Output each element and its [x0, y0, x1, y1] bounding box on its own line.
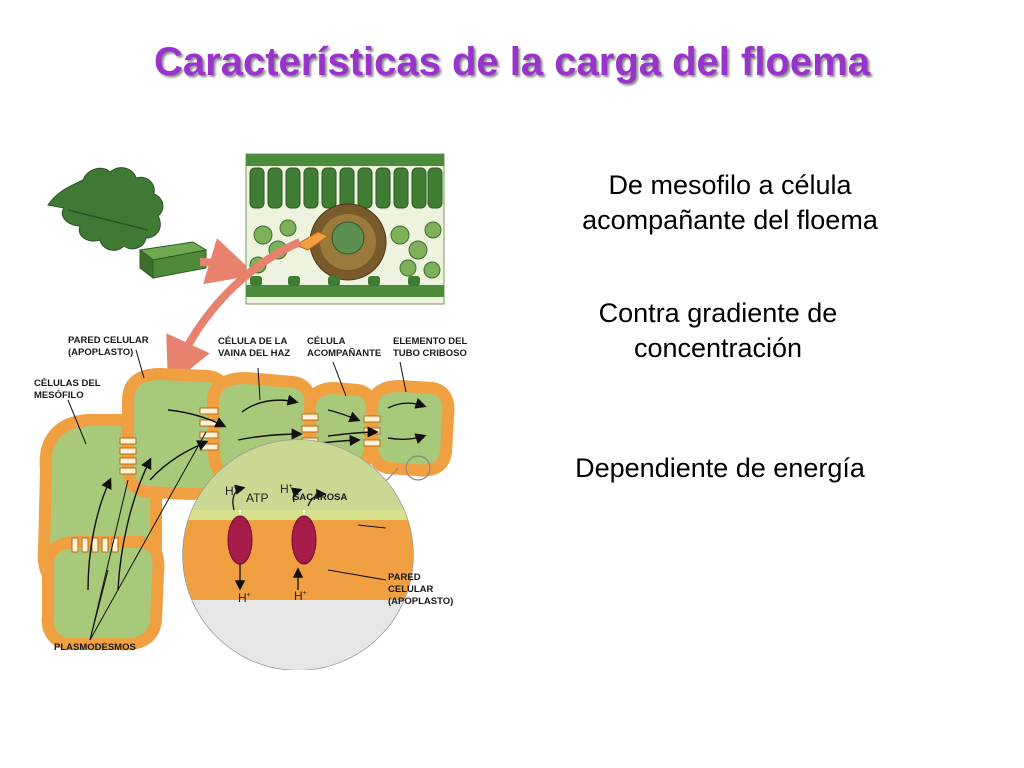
- bullet-line: acompañante del floema: [582, 205, 878, 236]
- label-cell-wall-apoplast: (APOPLASTO): [68, 347, 133, 358]
- label-sieve-element-2: TUBO CRIBOSO: [393, 348, 467, 359]
- leaf-section-block: [138, 241, 208, 280]
- bullet-against-gradient: Contra gradiente de concentración: [508, 296, 928, 366]
- zoom-arrow: [166, 238, 302, 387]
- bullet-line: Dependiente de energía: [575, 453, 865, 483]
- label-sieve-element: ELEMENTO DEL: [393, 336, 467, 347]
- bullet-energy-dependent: Dependiente de energía: [500, 451, 940, 486]
- label-bundle-sheath-2: VAINA DEL HAZ: [218, 348, 290, 359]
- leaf-cross-section: [245, 153, 445, 305]
- label-companion-cell: CÉLULA: [307, 336, 346, 347]
- proton-label: H+: [225, 484, 238, 498]
- leaf-icon: [47, 167, 164, 251]
- label-cell-wall-zoom-2: CELULAR: [388, 584, 434, 595]
- bullet-mesophyll-to-companion: De mesofilo a célula acompañante del flo…: [520, 168, 940, 238]
- sucrose-symporter: [291, 515, 317, 565]
- slide-title: Características de la carga del floema: [154, 40, 870, 84]
- magnify-arrow: [199, 238, 256, 285]
- label-bundle-sheath: CÉLULA DE LA: [218, 336, 287, 347]
- label-leaders: [67, 349, 407, 641]
- bullet-line: De mesofilo a célula: [608, 170, 852, 200]
- label-companion-cell-2: ACOMPAÑANTE: [307, 348, 381, 359]
- bullet-line: Contra gradiente de: [598, 298, 838, 328]
- label-mesophyll: CÉLULAS DEL: [34, 378, 101, 389]
- proton-label: H+: [294, 589, 307, 603]
- proton-label: H+: [280, 482, 293, 496]
- label-cell-wall-zoom-3: (APOPLASTO): [388, 596, 453, 607]
- zoom-target-circle: [405, 455, 431, 481]
- phloem-loading-diagram: H+ ATP H+ SACAROSA H+ H+ PARED CELULAR (…: [34, 153, 467, 670]
- label-cell-wall: PARED CELULAR: [68, 335, 149, 346]
- sucrose-label: SACAROSA: [293, 492, 348, 503]
- diagram-labels: PARED CELULAR (APOPLASTO) CÉLULAS DEL ME…: [34, 335, 467, 653]
- bullet-line: concentración: [633, 333, 803, 364]
- label-plasmodesmata: PLASMODESMOS: [54, 642, 136, 653]
- label-cell-wall-zoom: PARED: [388, 572, 421, 583]
- label-mesophyll-2: MESÓFILO: [34, 389, 84, 401]
- atp-label: ATP: [246, 491, 268, 505]
- proton-pump: [227, 515, 253, 565]
- proton-label: H+: [238, 591, 251, 605]
